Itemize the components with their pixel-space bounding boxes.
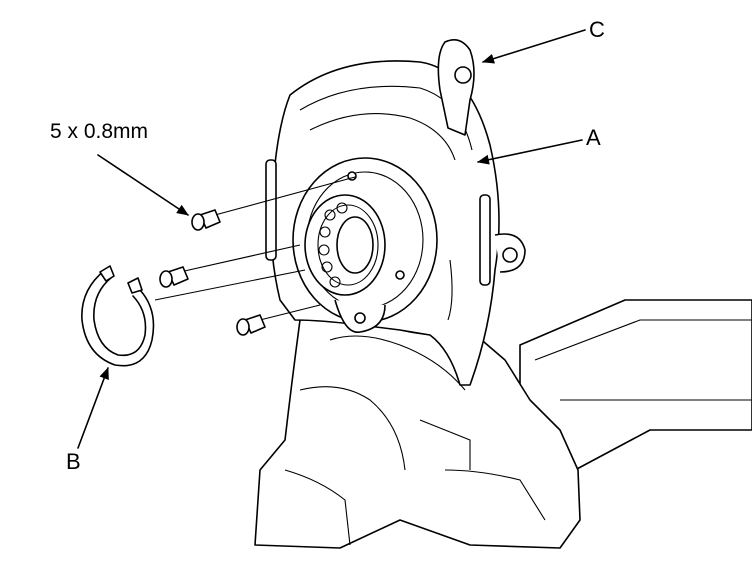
bolt-spec-label: 5 x 0.8mm <box>50 120 148 143</box>
label-c: C <box>589 17 605 42</box>
shield-lug <box>494 233 526 273</box>
label-a: A <box>586 125 601 150</box>
wheel-bearing <box>304 194 386 296</box>
screw-upper <box>191 176 356 231</box>
screw-middle <box>159 244 301 288</box>
leader-arrow-bolt <box>97 154 189 216</box>
snap-ring <box>81 265 155 367</box>
leader-arrow-a <box>477 139 583 165</box>
leader-arrow-c <box>482 29 586 64</box>
mounting-tab <box>437 39 475 136</box>
bearing-balls <box>318 202 348 288</box>
guide-line <box>154 269 306 301</box>
label-b: B <box>66 449 81 474</box>
screw-lower <box>236 304 321 336</box>
knuckle-body <box>254 299 581 549</box>
leader-arrow-b <box>77 367 109 449</box>
